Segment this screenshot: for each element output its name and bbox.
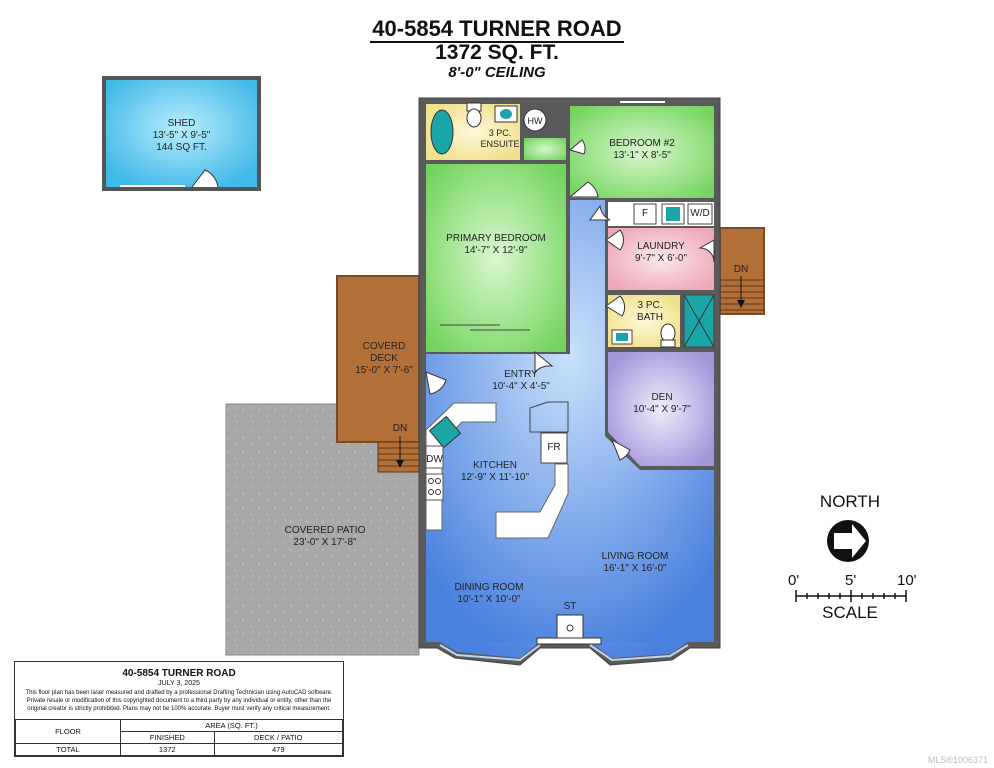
area-table-finished-value: 1372 — [120, 743, 215, 756]
bath-label: 3 PC.BATH — [637, 300, 663, 323]
plan-title: 40-5854 TURNER ROAD — [370, 16, 624, 43]
scale-label: SCALE — [822, 603, 878, 622]
bedroom-2 — [570, 106, 714, 198]
deck-stairs-label: DN — [392, 423, 408, 434]
water-heater-label: HW — [527, 116, 543, 126]
scale-tick-5: 5' — [845, 572, 857, 589]
plan-ceiling-height: 8'-0" CEILING — [448, 64, 546, 81]
covered-deck — [336, 275, 420, 443]
area-table-deck-header: DECK / PATIO — [213, 731, 343, 744]
exterior-stairs — [719, 227, 765, 315]
fireplace — [556, 614, 584, 640]
scale-tick-0: 0' — [788, 572, 800, 589]
area-table-floor-header: FLOOR — [15, 719, 121, 744]
scale-bar — [795, 590, 907, 602]
area-table-deck-value: 479 — [213, 743, 343, 756]
info-title: 40-5854 TURNER ROAD — [122, 668, 236, 679]
exterior-stairs-label: DN — [733, 264, 749, 275]
ensuite-label: 3 PC.ENSUITE — [480, 128, 520, 149]
fridge-label: FR — [547, 442, 561, 453]
info-block: 40-5854 TURNER ROAD JULY 3, 2025 This fl… — [14, 661, 344, 757]
primary-bedroom — [426, 164, 566, 352]
info-disclaimer: This floor plan has been laser measured … — [25, 690, 333, 712]
north-label: NORTH — [819, 492, 881, 511]
laundry — [608, 228, 714, 290]
freezer-label: F — [641, 208, 649, 219]
kitchen-counters — [425, 401, 569, 539]
area-table-total-label: TOTAL — [15, 743, 121, 756]
north-arrow-icon — [827, 520, 869, 562]
plan-total-area: 1372 SQ. FT. — [435, 41, 559, 64]
info-date: JULY 3, 2025 — [158, 680, 200, 687]
deck-stairs — [377, 436, 420, 473]
stove-label: ST — [563, 601, 577, 612]
dishwasher-label: DW — [426, 454, 443, 465]
scale-tick-10: 10' — [897, 572, 917, 589]
door-swings — [425, 139, 715, 461]
shed — [102, 76, 261, 191]
area-table-finished-header: FINISHED — [120, 731, 215, 744]
area-table: FLOOR AREA (SQ. FT.) FINISHED DECK / PAT… — [15, 719, 343, 756]
den — [608, 352, 714, 466]
area-table-area-header: AREA (SQ. FT.) — [120, 719, 343, 732]
mls-watermark: MLS®1006371 — [927, 755, 988, 765]
washer-dryer-label: W/D — [690, 208, 710, 219]
